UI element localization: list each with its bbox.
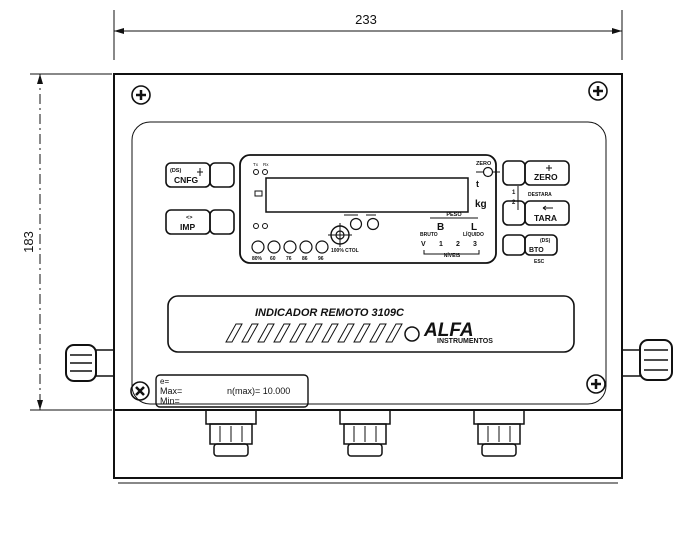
niveis-label: NÍVEIS (444, 251, 461, 259)
spec-min: Min= (160, 396, 180, 406)
niveis-1: 1 (439, 241, 443, 248)
led-tx-label: Tx (253, 162, 259, 167)
enclosure (113, 73, 623, 484)
peso-label: PESO (446, 212, 462, 218)
liquido-letter: L (471, 222, 477, 233)
spec-e: e= (160, 377, 169, 386)
zero-button-label: ZERO (534, 172, 558, 182)
led-rx-label: Rx (263, 162, 269, 167)
bto-button-top: (DS) (540, 238, 551, 244)
liquido-label: LÍQUIDO (463, 230, 484, 238)
zero-button[interactable]: ZERO (502, 160, 570, 186)
unit-kg: kg (475, 199, 487, 210)
niveis-2: 2 (456, 241, 460, 248)
niveis-v: V (421, 241, 426, 248)
brand-name: ALFA (423, 320, 474, 341)
spec-nmax: n(max)= 10.000 (227, 386, 290, 396)
height-dimension: 183 (21, 73, 112, 411)
width-value: 233 (355, 12, 377, 27)
cnfg-button[interactable]: (DS) CNFG (165, 162, 235, 188)
desttara-label: DESTARA (528, 192, 552, 198)
unit-t: t (476, 179, 479, 189)
cable-gland-right (473, 409, 525, 457)
bto-button-label: BTO (529, 247, 544, 254)
spec-max: Max= (160, 386, 182, 396)
nameplate: INDICADOR REMOTO 3109C ALFA INSTRUMENTOS (167, 295, 575, 353)
nameplate-title: INDICADOR REMOTO 3109C (255, 307, 405, 319)
screw-top-left (131, 85, 151, 105)
bar-label-2: 60 (270, 256, 276, 262)
screw-bottom-right (586, 374, 606, 394)
zero-indicator-label: ZERO (476, 161, 492, 167)
right-mounting-knob (621, 339, 673, 381)
brand-sub: INSTRUMENTOS (437, 338, 493, 345)
imp-button-top: <> (186, 215, 192, 221)
width-dimension: 233 (113, 10, 623, 60)
imp-button[interactable]: <> IMP (165, 209, 235, 235)
imp-button-label: IMP (180, 222, 195, 232)
arrow-mark-2: 2 (512, 200, 516, 206)
bar-label-1: 80% (252, 256, 263, 262)
niveis-3: 3 (473, 241, 477, 248)
bar-label-5: 96 (318, 256, 324, 262)
screw-top-right (588, 81, 608, 101)
bruto-letter: B (437, 222, 444, 233)
tara-button[interactable]: TARA (502, 200, 570, 226)
bar-label-4: 86 (302, 256, 308, 262)
cable-gland-left (205, 409, 257, 457)
bto-button[interactable]: (DS) BTO ESC (502, 234, 558, 265)
left-mounting-knob (65, 344, 115, 382)
spec-label: e= Max= Min= n(max)= 10.000 (155, 374, 309, 408)
arrow-mark-1: 1 (512, 190, 516, 196)
bto-button-sub: ESC (534, 259, 545, 265)
bar-label-3: 76 (286, 256, 292, 262)
cnfg-button-top: (DS) (170, 168, 181, 174)
screw-bottom-left (130, 381, 150, 401)
tara-button-label: TARA (534, 213, 557, 223)
cable-gland-middle (339, 409, 391, 457)
desttara-marks: DESTARA 1 2 (512, 186, 552, 210)
display-panel: Tx Rx ZERO t kg PESO B L BRUTO LÍQUIDO 8… (239, 154, 500, 264)
ctol-label: 100% CTOL (331, 248, 359, 254)
cnfg-button-label: CNFG (174, 175, 198, 185)
height-value: 183 (21, 231, 36, 253)
bruto-label: BRUTO (420, 232, 438, 238)
